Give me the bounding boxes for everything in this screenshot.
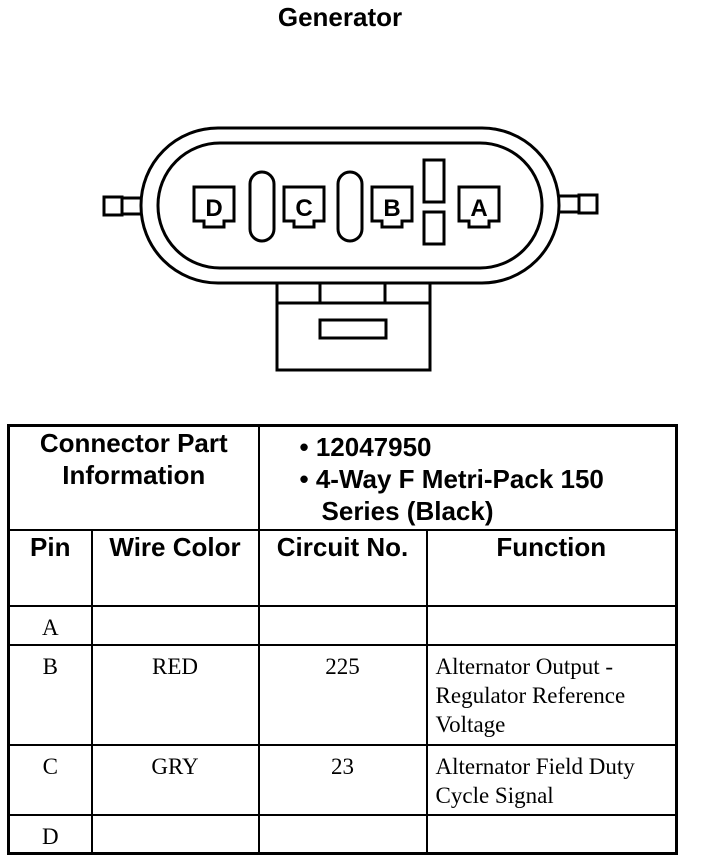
table-row: D: [7, 814, 678, 854]
function-cell: Alternator Output - Regulator Reference …: [425, 644, 678, 746]
connector-type: • 4-Way F Metri-Pack 150 Series (Black): [299, 464, 604, 526]
pin-cell: B: [7, 644, 93, 746]
connector-housing-inner: [156, 141, 544, 270]
circuit-cell: 23: [257, 744, 428, 816]
pin-separator: [336, 170, 364, 243]
circuit-cell: [257, 814, 428, 854]
pin-label: C: [295, 195, 312, 222]
circuit-cell: 225: [257, 644, 428, 746]
header-row: Pin Wire Color Circuit No. Function: [7, 529, 678, 607]
table-row: B RED 225 Alternator Output - Regulator …: [7, 644, 678, 746]
pin-cavity-a: A: [457, 185, 501, 229]
table-row: C GRY 23 Alternator Field Duty Cycle Sig…: [7, 744, 678, 816]
part-info-label: Connector Part Information: [7, 424, 260, 531]
connector-info-table: Connector Part Information • 12047950 • …: [7, 424, 679, 855]
part-info-row: Connector Part Information • 12047950 • …: [7, 424, 678, 531]
part-info-values: • 12047950 • 4-Way F Metri-Pack 150 Seri…: [257, 424, 678, 531]
pin-label: D: [205, 195, 222, 222]
pin-cell: D: [7, 814, 93, 854]
wire-color-cell: RED: [90, 644, 260, 746]
pin-cavity-b: B: [370, 185, 414, 229]
function-cell: Alternator Field Duty Cycle Signal: [425, 744, 678, 816]
right-latch-tab: [558, 193, 599, 215]
pin-label: A: [470, 195, 487, 222]
pin-cell: C: [7, 744, 93, 816]
table-row: A: [7, 605, 678, 646]
function-cell: [425, 605, 678, 646]
circuit-cell: [257, 605, 428, 646]
pin-cavity-c: C: [282, 185, 326, 229]
wire-color-cell: [90, 814, 260, 854]
pin-label: B: [383, 195, 400, 222]
function-cell: [425, 814, 678, 854]
pin-separator-upper: [422, 158, 446, 204]
connector-housing-outer: [139, 126, 561, 285]
part-number: • 12047950: [299, 432, 432, 462]
header-circuit: Circuit No.: [257, 529, 428, 607]
pin-cavity-d: D: [192, 185, 236, 229]
wire-color-cell: GRY: [90, 744, 260, 816]
diagram-title: Generator: [277, 2, 403, 32]
header-wire-color: Wire Color: [90, 529, 260, 607]
pin-separator: [248, 170, 276, 243]
pin-cell: A: [7, 605, 93, 646]
header-function: Function: [425, 529, 678, 607]
wire-color-cell: [90, 605, 260, 646]
left-latch-tab: [102, 195, 142, 217]
header-pin: Pin: [7, 529, 93, 607]
pin-separator-lower: [422, 210, 446, 246]
